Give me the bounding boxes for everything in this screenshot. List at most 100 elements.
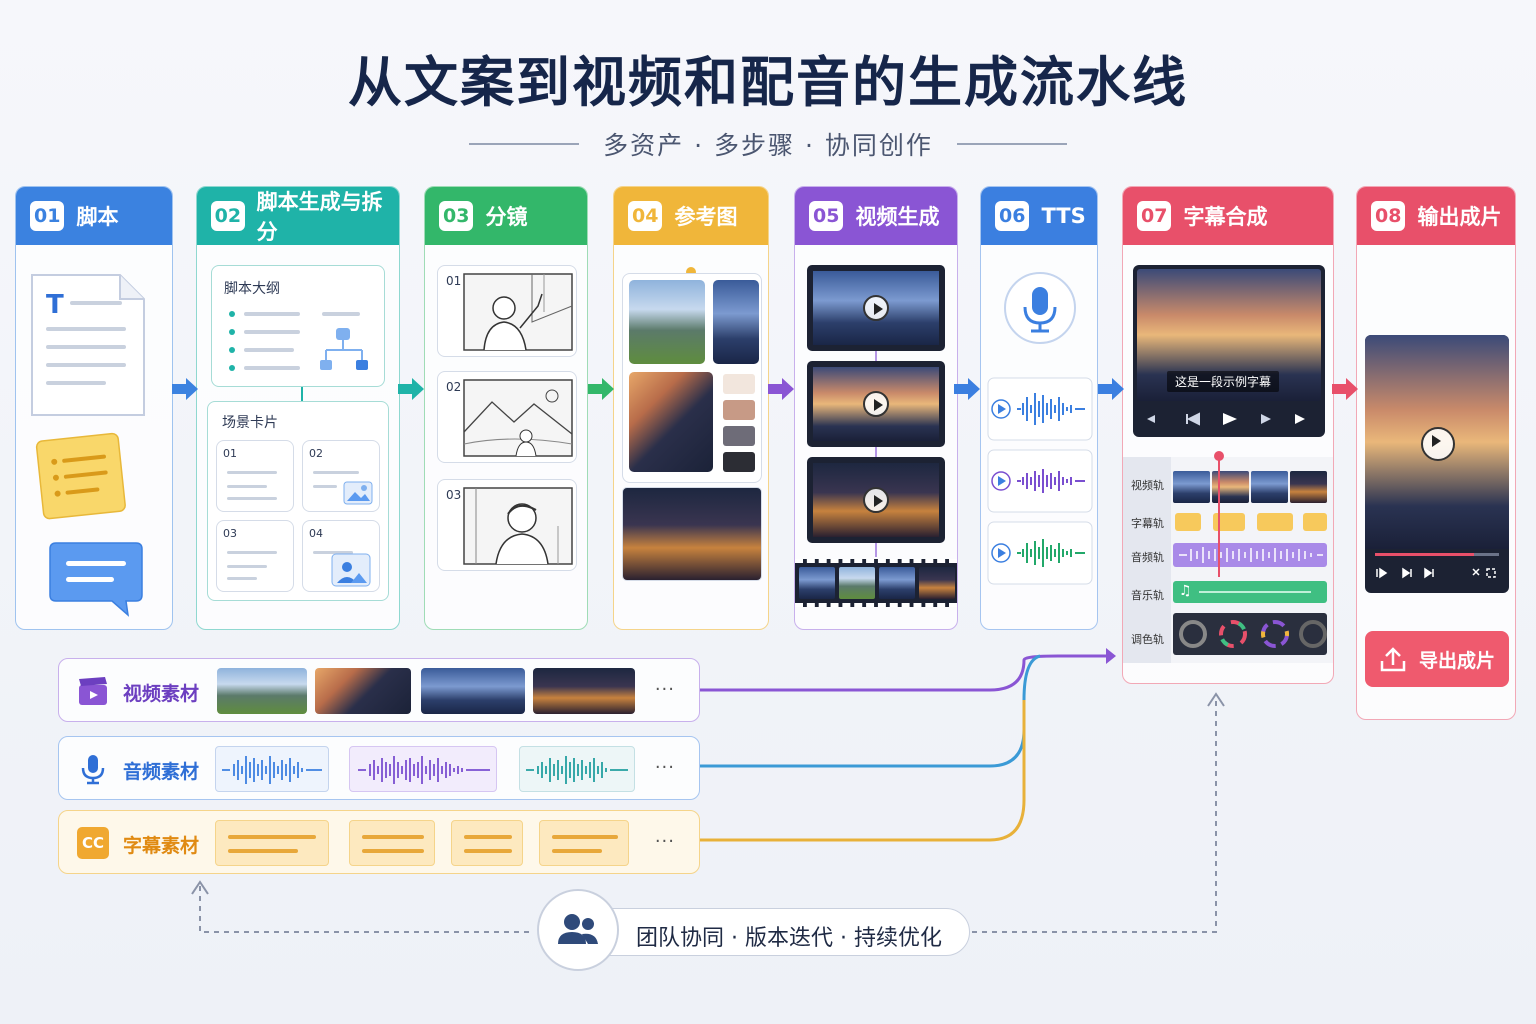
play-icon[interactable]: [863, 391, 889, 417]
arrow-right-icon: [954, 378, 980, 400]
player-controls[interactable]: [1375, 565, 1499, 581]
play-icon[interactable]: [863, 487, 889, 513]
stage-script[interactable]: 01 脚本 T: [15, 186, 173, 630]
stage-number: 06: [995, 201, 1030, 231]
video-clip-street[interactable]: [807, 457, 945, 543]
color-grading-track[interactable]: [1173, 613, 1327, 655]
audio-clips[interactable]: [987, 377, 1093, 597]
arrow-right-icon: [588, 378, 614, 400]
scene-cards-panel[interactable]: 场景卡片 01 02 03 04: [207, 401, 389, 601]
asset-waveform[interactable]: [215, 746, 329, 792]
stage-label: 参考图: [674, 205, 738, 229]
asset-subtitle-block[interactable]: [451, 820, 523, 866]
asset-subtitle-block[interactable]: [349, 820, 435, 866]
microphone-icon[interactable]: [1003, 271, 1077, 345]
stage-subtitle-compose[interactable]: 07 字幕合成 这是一段示例字幕 视频轨 字幕轨 音频轨 音乐轨 调色轨: [1122, 186, 1334, 684]
stage-header: 01 脚本: [16, 187, 172, 245]
track-label: 字幕轨: [1131, 517, 1164, 530]
stage-storyboard[interactable]: 03 分镜 01 02 03: [424, 186, 588, 630]
stage-tts[interactable]: 06 TTS: [980, 186, 1098, 630]
asset-thumbnail[interactable]: [533, 668, 635, 714]
scene-number: 02: [309, 447, 323, 460]
scene-number: 04: [309, 527, 323, 540]
stage-header: 02 脚本生成与拆分: [197, 187, 399, 245]
music-track[interactable]: ♫: [1173, 581, 1327, 603]
player-controls[interactable]: [1143, 409, 1315, 429]
more-icon[interactable]: ···: [654, 757, 675, 778]
play-icon[interactable]: [863, 295, 889, 321]
track-label: 音乐轨: [1131, 589, 1164, 602]
stage-number: 04: [628, 201, 663, 231]
stage-header: 03 分镜: [425, 187, 587, 245]
color-swatch: [723, 426, 755, 446]
outline-card[interactable]: 脚本大纲: [211, 265, 385, 387]
asset-row-video[interactable]: 视频素材 ···: [58, 658, 700, 722]
scene-card[interactable]: 02: [302, 440, 380, 512]
stage-label: 脚本生成与拆分: [256, 190, 383, 244]
storyboard-frame[interactable]: 03: [437, 479, 577, 571]
subtitle-track[interactable]: [1173, 513, 1327, 531]
document-icon: T: [31, 274, 145, 416]
stage-number: 05: [809, 201, 844, 231]
video-clip-character[interactable]: [807, 361, 945, 447]
asset-row-subtitle[interactable]: CC 字幕素材 ···: [58, 810, 700, 874]
track-label: 调色轨: [1131, 633, 1164, 646]
asset-thumbnail[interactable]: [315, 668, 411, 714]
final-video-player[interactable]: [1365, 335, 1509, 593]
progress-bar[interactable]: [1375, 553, 1499, 556]
storyboard-frame[interactable]: 01: [437, 265, 577, 357]
play-icon[interactable]: [1421, 427, 1455, 461]
page-title: 从文案到视频和配音的生成流水线: [348, 51, 1188, 114]
scene-card[interactable]: 03: [216, 520, 294, 592]
pin-icon: [686, 267, 696, 277]
frame-number: 02: [446, 380, 462, 394]
asset-subtitle-block[interactable]: [539, 820, 629, 866]
asset-label: 音频素材: [123, 761, 200, 783]
arrow-right-icon: [768, 378, 794, 400]
asset-thumbnail[interactable]: [217, 668, 307, 714]
color-swatch: [723, 452, 755, 472]
frame-number: 01: [446, 274, 462, 288]
more-icon[interactable]: ···: [654, 831, 675, 852]
video-clip-city[interactable]: [807, 265, 945, 351]
stage-reference-images[interactable]: 04 参考图: [613, 186, 769, 630]
more-icon[interactable]: ···: [654, 679, 675, 700]
video-preview-player[interactable]: 这是一段示例字幕: [1133, 265, 1325, 437]
collaboration-pill: 团队协同 · 版本迭代 · 持续优化: [536, 888, 972, 972]
stage-header: 04 参考图: [614, 187, 768, 245]
scene-card[interactable]: 04: [302, 520, 380, 592]
stage-number: 02: [211, 201, 245, 231]
stage-script-split[interactable]: 02 脚本生成与拆分 脚本大纲 场景卡片 01 02 03: [196, 186, 400, 630]
filmstrip: [795, 559, 957, 607]
track-label: 音频轨: [1131, 551, 1164, 564]
timeline-editor[interactable]: 视频轨 字幕轨 音频轨 音乐轨 调色轨 ♫: [1123, 451, 1333, 663]
reference-board[interactable]: [622, 273, 762, 483]
scene-card[interactable]: 01: [216, 440, 294, 512]
upload-icon: [1380, 647, 1406, 672]
stage-video-generation[interactable]: 05 视频生成: [794, 186, 958, 630]
person-image-icon: [331, 553, 371, 587]
asset-waveform[interactable]: [349, 746, 497, 792]
arrow-right-icon: [172, 378, 198, 400]
color-swatch: [723, 374, 755, 394]
video-track[interactable]: [1173, 471, 1327, 503]
export-label: 导出成片: [1418, 649, 1495, 672]
stage-label: 脚本: [76, 205, 119, 229]
storyboard-frame[interactable]: 02: [437, 371, 577, 463]
asset-thumbnail[interactable]: [421, 668, 525, 714]
playhead[interactable]: [1218, 457, 1220, 577]
reference-mountain-image: [629, 280, 705, 364]
arrow-right-icon: [1332, 378, 1358, 400]
asset-waveform[interactable]: [519, 746, 635, 792]
asset-row-audio[interactable]: 音频素材 ···: [58, 736, 700, 800]
music-note-icon: ♫: [1179, 583, 1192, 599]
clapperboard-icon: [79, 677, 107, 705]
reference-street-image: [622, 487, 762, 581]
stage-label: 字幕合成: [1183, 205, 1268, 229]
stage-number: 07: [1137, 201, 1172, 231]
export-button[interactable]: 导出成片: [1365, 631, 1509, 687]
audio-track[interactable]: [1173, 543, 1327, 567]
asset-subtitle-block[interactable]: [215, 820, 329, 866]
stage-output[interactable]: 08 输出成片 导出成片: [1356, 186, 1516, 720]
